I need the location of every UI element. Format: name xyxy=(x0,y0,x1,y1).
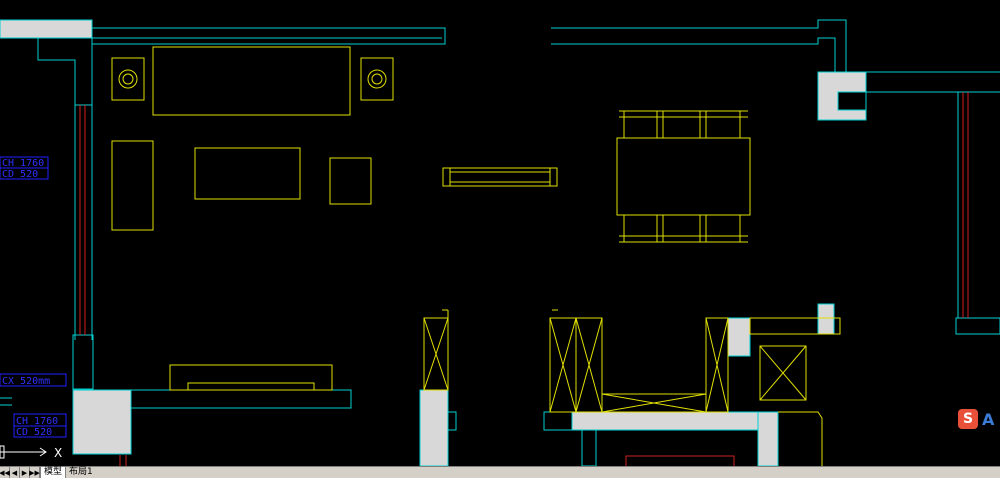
coffee-table xyxy=(194,147,301,200)
dim-label-cd1: CD 520 xyxy=(2,169,38,180)
side-table-right xyxy=(360,57,394,101)
wall-bottom-center-fill xyxy=(571,411,779,431)
armchair-left xyxy=(111,140,154,231)
ucs-icon xyxy=(0,445,47,459)
wall-top-left-fill xyxy=(0,19,93,39)
ucs-x-label: X xyxy=(54,446,62,460)
dim-label-cd2: CD 520 xyxy=(16,427,52,438)
wall-bottom-left-fill xyxy=(72,389,132,455)
next-tab-icon[interactable]: ▶ xyxy=(20,467,30,478)
tab-model[interactable]: 模型 xyxy=(40,467,67,478)
layout-tab-bar: ◀◀ ◀ ▶ ▶▶ 模型 布局1 xyxy=(0,466,1000,478)
tv-cabinet xyxy=(169,364,333,391)
wall-column-fill xyxy=(727,317,751,357)
dim-label-ch2: CH 1760 xyxy=(16,416,58,427)
windows xyxy=(79,92,969,466)
cad-drawing-viewport[interactable]: CH 1760 CD 520 CX 520mm CH 1760 CD 520 X… xyxy=(0,0,1000,466)
dimension-labels: CH 1760 CD 520 CX 520mm CH 1760 CD 520 xyxy=(2,158,58,438)
prev-tab-icon[interactable]: ◀ xyxy=(10,467,20,478)
ime-mode-label: A xyxy=(982,409,995,429)
side-table-left xyxy=(111,57,145,101)
appliance-box xyxy=(759,345,807,401)
ottoman xyxy=(329,157,372,205)
tab-layout1[interactable]: 布局1 xyxy=(69,467,93,477)
furniture xyxy=(111,46,841,466)
first-tab-icon[interactable]: ◀◀ xyxy=(0,467,10,478)
cabinet-left xyxy=(423,317,449,391)
walls xyxy=(0,19,1000,466)
last-tab-icon[interactable]: ▶▶ xyxy=(29,467,40,478)
wall-shelf xyxy=(442,167,558,187)
floor-plan: CH 1760 CD 520 CX 520mm CH 1760 CD 520 X xyxy=(0,19,1000,466)
dim-label-ch1: CH 1760 xyxy=(2,158,44,169)
dining-table xyxy=(616,137,751,216)
wall-middle-fill xyxy=(419,389,449,466)
dim-label-cx: CX 520mm xyxy=(2,376,50,387)
sofa xyxy=(152,46,351,116)
sogou-ime-icon: S xyxy=(958,409,978,429)
dimension-annotations xyxy=(0,156,67,438)
ime-badge[interactable]: S A xyxy=(958,409,994,429)
